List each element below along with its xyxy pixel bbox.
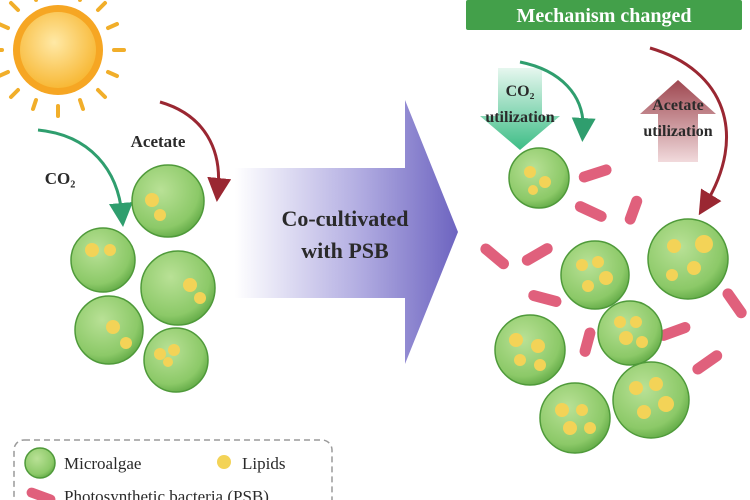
acetate-utilization-arrow (640, 80, 716, 162)
psb-rod (722, 288, 747, 319)
arrow-label-line2: with PSB (301, 238, 389, 263)
microalgae-cell (131, 164, 205, 238)
lipid-droplet (514, 354, 526, 366)
lipid-droplet (539, 176, 551, 188)
psb-rod (521, 243, 553, 266)
microalgae-cell (74, 295, 144, 365)
lipid-droplet (629, 381, 643, 395)
lipid-droplet (528, 185, 538, 195)
lipid-droplet (636, 336, 648, 348)
lipid-droplet (183, 278, 197, 292)
lipid-droplet (531, 339, 545, 353)
lipid-droplet (584, 422, 596, 434)
right-cell-cluster (494, 147, 729, 454)
legend: Microalgae Lipids Photosynthetic bacteri… (13, 439, 333, 500)
legend-microalgae-swatch (24, 447, 56, 479)
lipid-droplet (614, 316, 626, 328)
psb-rod (692, 350, 723, 375)
microalgae-cell (539, 382, 611, 454)
mechanism-badge-label: Mechanism changed (517, 5, 692, 27)
sun-icon (0, 0, 126, 118)
lipid-droplet (524, 166, 536, 178)
microalgae-cell (494, 314, 566, 386)
lipid-droplet (120, 337, 132, 349)
lipid-droplet (582, 280, 594, 292)
microalgae-cell (508, 147, 570, 209)
left-cell-cluster (70, 164, 216, 393)
lipid-droplet (599, 271, 613, 285)
legend-lipids-label: Lipids (242, 454, 285, 473)
microalgae-cell (647, 218, 729, 300)
lipid-droplet (658, 396, 674, 412)
lipid-droplet (619, 331, 633, 345)
lipid-droplet (163, 357, 173, 367)
lipid-droplet (106, 320, 120, 334)
co2-input-arrow (37, 128, 133, 227)
microalgae-cell (70, 227, 136, 293)
lipid-droplet (667, 239, 681, 253)
lipid-droplet (154, 209, 166, 221)
legend-microalgae-label: Microalgae (64, 454, 141, 473)
acetate-curve-arrow (649, 46, 728, 216)
lipid-droplet (563, 421, 577, 435)
lipid-droplet (85, 243, 99, 257)
co2-utilization-label-2: utilization (485, 109, 554, 126)
co2-utilization-arrow (480, 68, 560, 150)
lipid-droplet (576, 404, 588, 416)
psb-rod (657, 322, 691, 341)
lipid-droplet (555, 403, 569, 417)
lipid-droplet (695, 235, 713, 253)
acetate-label: Acetate (131, 132, 186, 151)
acetate-input-arrow (159, 100, 232, 202)
microalgae-cell (612, 361, 690, 439)
psb-rod (480, 243, 509, 270)
psb-rod (624, 195, 643, 225)
psb-rod (528, 290, 562, 307)
legend-psb-label: Photosynthetic bacteria (PSB) (64, 487, 269, 500)
lipid-droplet (637, 405, 651, 419)
lipid-droplet (154, 348, 166, 360)
psb-group (480, 164, 747, 375)
co2-utilization-label-1: CO₂ (506, 83, 535, 100)
psb-rod (574, 201, 607, 222)
microalgae-cell (143, 327, 209, 393)
arrow-label-line1: Co-cultivated (281, 206, 408, 231)
co-cultivation-arrow (235, 100, 458, 364)
co2-label: CO₂ (45, 169, 76, 188)
lipid-droplet (649, 377, 663, 391)
psb-rod (578, 164, 612, 183)
legend-border (13, 439, 333, 500)
microalgae-cell (140, 250, 216, 326)
lipid-droplet (104, 244, 116, 256)
acetate-utilization-label-1: Acetate (652, 97, 704, 114)
lipid-droplet (145, 193, 159, 207)
lipid-droplet (592, 256, 604, 268)
mechanism-badge (466, 0, 742, 30)
lipid-droplet (630, 316, 642, 328)
co2-curve-arrow (519, 60, 596, 142)
lipid-droplet (534, 359, 546, 371)
lipid-droplet (687, 261, 701, 275)
lipid-droplet (168, 344, 180, 356)
microalgae-cell (560, 240, 630, 310)
lipid-droplet (194, 292, 206, 304)
legend-lipid-swatch (217, 455, 231, 469)
lipid-droplet (576, 259, 588, 271)
legend-psb-swatch (26, 487, 56, 500)
microalgae-cell (597, 300, 663, 366)
lipid-droplet (509, 333, 523, 347)
psb-rod (579, 327, 596, 357)
lipid-droplet (666, 269, 678, 281)
acetate-utilization-label-2: utilization (643, 123, 712, 140)
